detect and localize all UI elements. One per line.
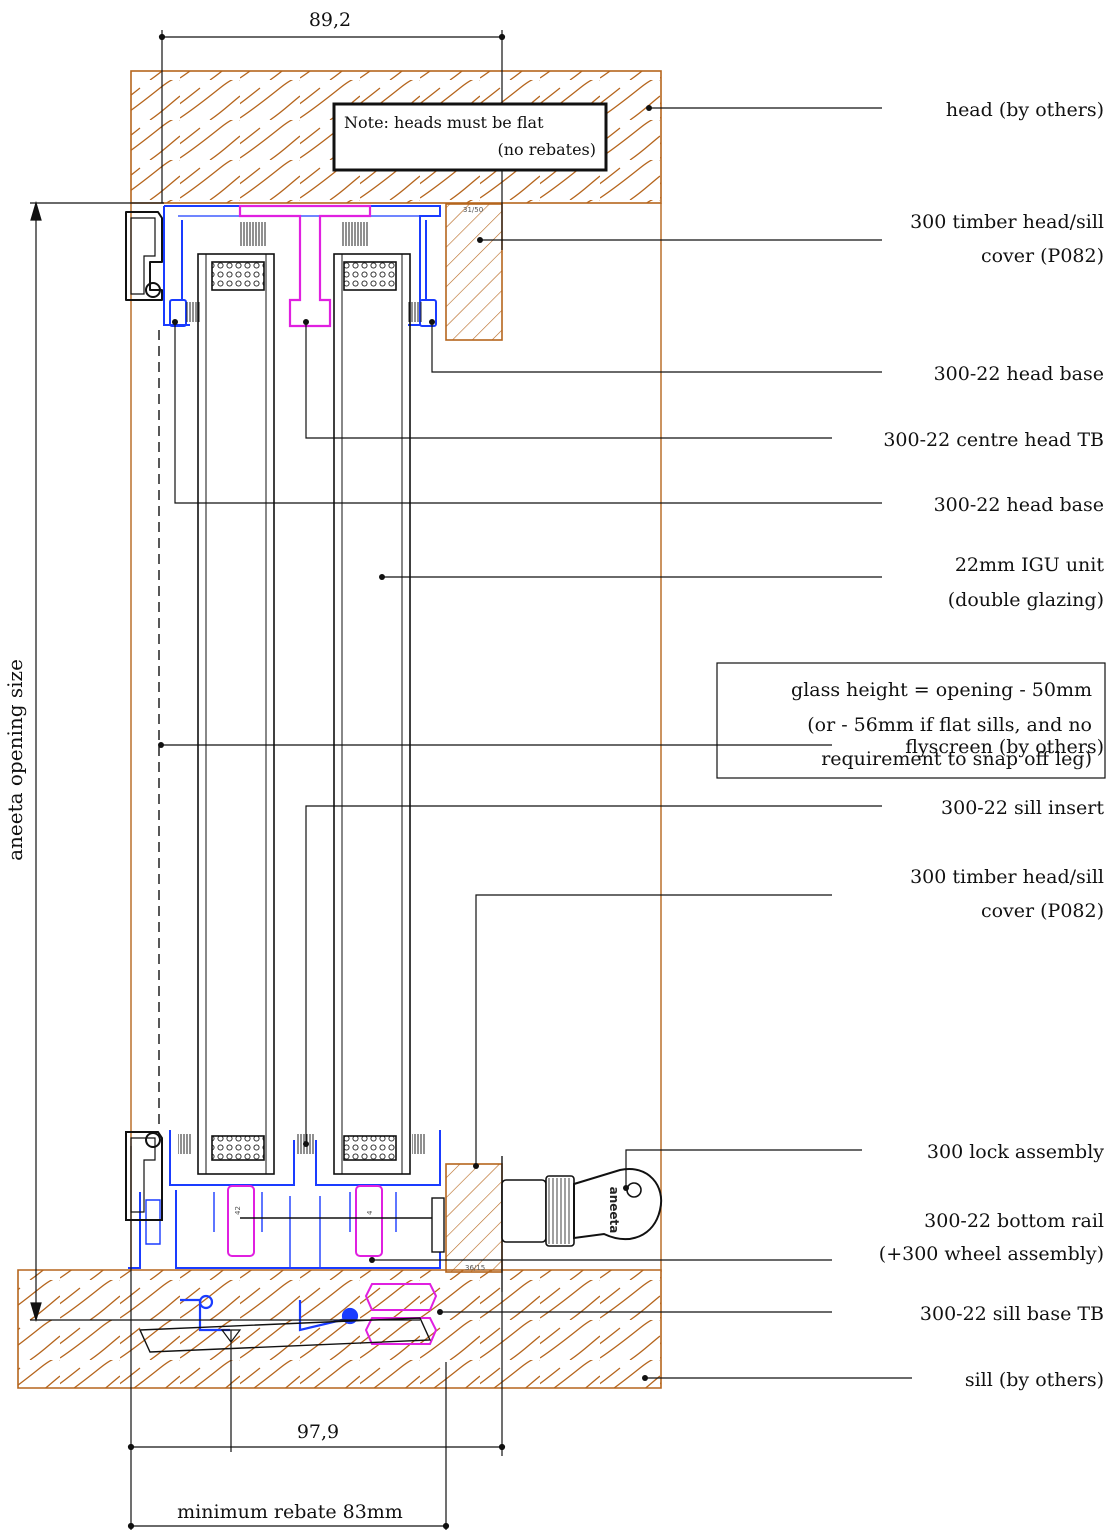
svg-text:Note: heads must be flat: Note: heads must be flat <box>344 113 544 132</box>
key-icon: aneeta <box>573 1168 663 1241</box>
callout-bottom-rail-2: (+300 wheel assembly) <box>879 1243 1104 1265</box>
dim-opening <box>30 200 420 1323</box>
callout-head-base-left: 300-22 head base <box>934 494 1104 516</box>
sill-flashing <box>138 1317 432 1353</box>
svg-text:glass height = opening - 50mm: glass height = opening - 50mm <box>791 679 1092 701</box>
timber-cover-top-profile: 31/50 <box>445 203 503 341</box>
dim-bottom-label: 97,9 <box>297 1421 339 1443</box>
svg-text:4: 4 <box>366 1210 374 1215</box>
timber-jamb-outline <box>130 203 662 1272</box>
head-catch-profile <box>125 211 163 301</box>
svg-text:(or - 56mm if flat sills, and: (or - 56mm if flat sills, and no <box>807 714 1092 736</box>
note-head-box: Note: heads must be flat (no rebates) <box>332 102 608 172</box>
wheel-assembly <box>227 1185 438 1345</box>
callout-timber-cover-top-2: cover (P082) <box>981 245 1104 267</box>
callout-centre-head-tb: 300-22 centre head TB <box>883 429 1104 451</box>
svg-text:36/15: 36/15 <box>465 1264 485 1272</box>
timber-cover-bottom-profile: 36/15 <box>445 1163 503 1273</box>
callout-lock-assembly: 300 lock assembly <box>927 1141 1104 1163</box>
dim-bottom <box>127 1146 506 1530</box>
callout-igu-2: (double glazing) <box>948 589 1104 611</box>
sash-left <box>197 253 275 1175</box>
timber-sill <box>17 1269 662 1389</box>
dim-opening-label: aneeta opening size <box>3 659 27 861</box>
svg-text:(no rebates): (no rebates) <box>497 140 596 159</box>
callout-head-by-others: head (by others) <box>946 99 1104 121</box>
svg-text:requirement to snap off leg): requirement to snap off leg) <box>821 748 1092 770</box>
callout-bottom-rail-1: 300-22 bottom rail <box>924 1210 1104 1232</box>
callout-head-base-right: 300-22 head base <box>934 363 1104 385</box>
centre-head-tb-profile <box>238 204 372 328</box>
callout-labels: head (by others) 300 timber head/sill co… <box>879 99 1105 1391</box>
wheel-labels: 42 4 <box>234 1206 374 1215</box>
svg-text:aneeta: aneeta <box>607 1187 621 1234</box>
callout-sill-by-others: sill (by others) <box>965 1369 1104 1391</box>
callout-flyscreen: flyscreen (by others) <box>905 736 1104 758</box>
callout-igu-1: 22mm IGU unit <box>955 554 1105 576</box>
callout-sill-insert: 300-22 sill insert <box>941 797 1104 819</box>
dim-top-label: 89,2 <box>309 9 351 31</box>
callout-sill-base-tb: 300-22 sill base TB <box>920 1303 1104 1325</box>
glass-height-note: glass height = opening - 50mm (or - 56mm… <box>716 662 1106 779</box>
callout-timber-cover-top-1: 300 timber head/sill <box>910 211 1104 233</box>
svg-text:42: 42 <box>234 1206 242 1215</box>
head-profile <box>163 205 441 327</box>
lock-shaft-collar <box>431 1197 445 1253</box>
leader-lines <box>161 107 912 1379</box>
lock-cylinder <box>501 1175 575 1247</box>
sash-right <box>333 253 411 1175</box>
head-brush-seals <box>186 222 422 322</box>
leader-dots <box>158 105 652 1381</box>
dim-rebate-label: minimum rebate 83mm <box>177 1501 403 1523</box>
drain-marker <box>220 1329 242 1452</box>
callout-timber-cover-bottom-2: cover (P082) <box>981 900 1104 922</box>
callout-timber-cover-bottom-1: 300 timber head/sill <box>910 866 1104 888</box>
svg-text:31/50: 31/50 <box>463 206 483 214</box>
